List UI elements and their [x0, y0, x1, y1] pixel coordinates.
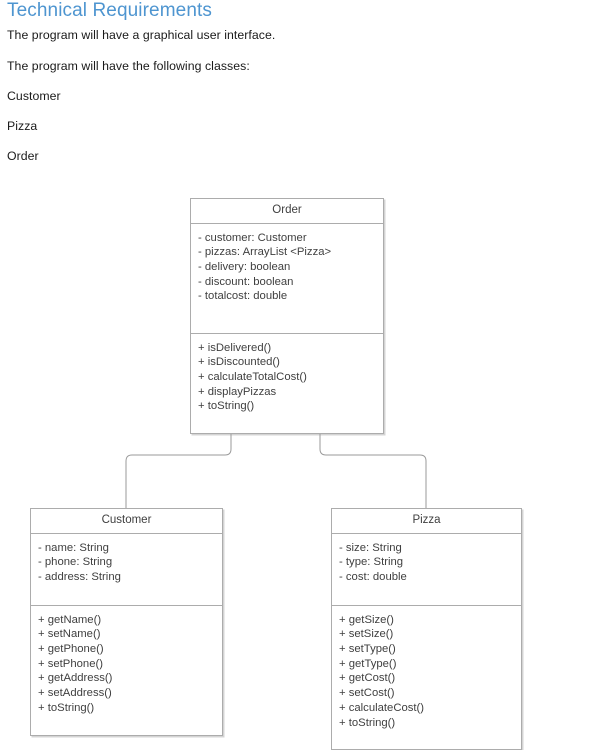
- uml-attribute: - cost: double: [339, 571, 407, 584]
- paragraph-classes-intro: The program will have the following clas…: [7, 59, 250, 73]
- uml-method: + isDelivered(): [198, 341, 272, 354]
- uml-method: + calculateCost(): [339, 701, 425, 714]
- uml-method: + displayPizzas: [198, 385, 277, 398]
- paragraph-class-customer: Customer: [7, 89, 61, 103]
- uml-method: + toString(): [198, 400, 255, 413]
- uml-attribute: - customer: Customer: [198, 231, 307, 244]
- uml-method: + setSize(): [339, 628, 394, 641]
- uml-methods-customer: + getName() + setName() + getPhone() + s…: [31, 606, 222, 735]
- uml-method: + getSize(): [339, 613, 394, 626]
- paragraph-class-order: Order: [7, 149, 39, 163]
- uml-attribute: - pizzas: ArrayList <Pizza>: [198, 246, 332, 259]
- uml-class-name-pizza: Pizza: [332, 509, 521, 534]
- uml-method: + getPhone(): [38, 643, 104, 656]
- uml-class-name-customer: Customer: [31, 509, 222, 534]
- uml-method: + toString(): [38, 701, 95, 714]
- uml-class-pizza[interactable]: Pizza - size: String - type: String - co…: [331, 508, 522, 750]
- uml-attributes-order: - customer: Customer - pizzas: ArrayList…: [191, 224, 383, 334]
- uml-class-customer[interactable]: Customer - name: String - phone: String …: [30, 508, 223, 736]
- uml-method: + getName(): [38, 613, 102, 626]
- uml-attribute: - discount: boolean: [198, 275, 294, 288]
- page-title: Technical Requirements: [7, 0, 212, 21]
- uml-class-order[interactable]: Order - customer: Customer - pizzas: Arr…: [190, 198, 384, 434]
- uml-method: + calculateTotalCost(): [198, 371, 307, 384]
- uml-method: + getAddress(): [38, 672, 113, 685]
- paragraph-class-pizza: Pizza: [7, 119, 38, 133]
- uml-attribute: - name: String: [38, 541, 109, 554]
- uml-method: + setName(): [38, 628, 101, 641]
- uml-method: + setPhone(): [38, 657, 103, 670]
- uml-method: + setCost(): [339, 687, 395, 700]
- uml-method: + setType(): [339, 643, 396, 656]
- uml-attribute: - address: String: [38, 571, 121, 584]
- uml-methods-pizza: + getSize() + setSize() + setType() + ge…: [332, 606, 521, 749]
- uml-attributes-pizza: - size: String - type: String - cost: do…: [332, 534, 521, 606]
- uml-attribute: - delivery: boolean: [198, 261, 291, 274]
- uml-attribute: - size: String: [339, 541, 402, 554]
- uml-method: + getCost(): [339, 672, 396, 685]
- uml-attribute: - phone: String: [38, 556, 113, 569]
- uml-methods-order: + isDelivered() + isDiscounted() + calcu…: [191, 334, 383, 433]
- uml-method: + setAddress(): [38, 687, 112, 700]
- uml-class-name-order: Order: [191, 199, 383, 224]
- uml-attributes-customer: - name: String - phone: String - address…: [31, 534, 222, 606]
- uml-attribute: - totalcost: double: [198, 290, 288, 303]
- paragraph-gui-requirement: The program will have a graphical user i…: [7, 28, 276, 42]
- uml-method: + isDiscounted(): [198, 356, 280, 369]
- uml-attribute: - type: String: [339, 556, 404, 569]
- uml-method: + getType(): [339, 657, 397, 670]
- uml-method: + toString(): [339, 716, 396, 729]
